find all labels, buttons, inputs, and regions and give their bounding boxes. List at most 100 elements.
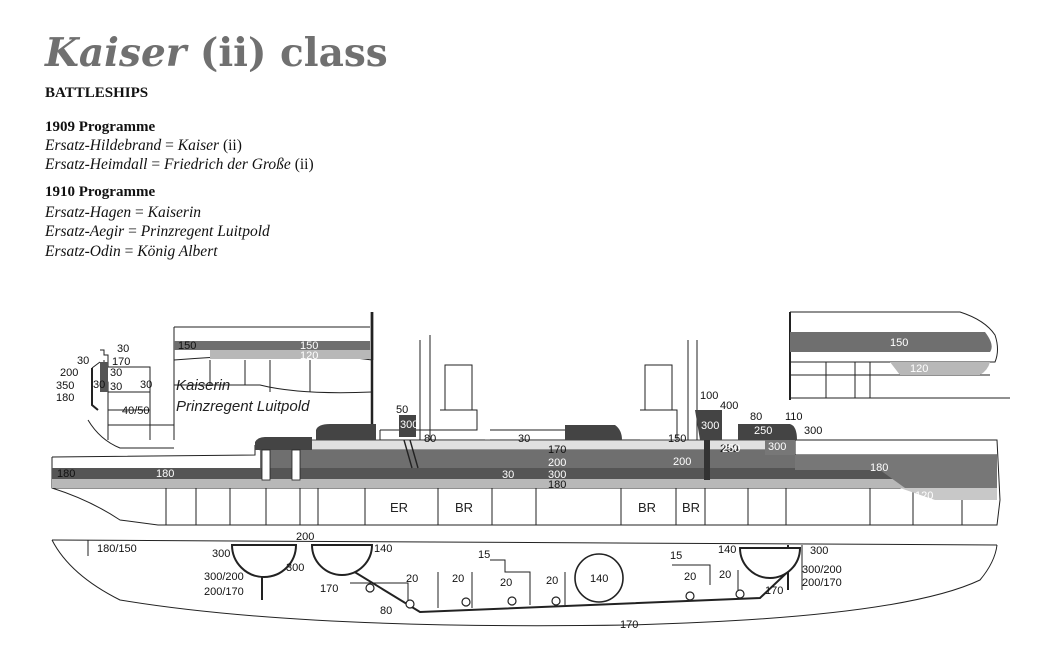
- section-label: 200/170: [204, 586, 244, 598]
- armour-label: 300: [400, 419, 418, 431]
- section-label: 20: [546, 575, 558, 587]
- ship-suffix: (ii): [290, 156, 314, 173]
- equals-sign: =: [147, 156, 164, 173]
- bulkhead-aft: [704, 440, 710, 480]
- armour-label: 350: [56, 380, 74, 392]
- class-suffix: (ii) class: [186, 30, 388, 76]
- armour-label: 170: [112, 356, 130, 368]
- ship-type-subheading: BATTLESHIPS: [45, 85, 149, 101]
- bulkhead-fore: [261, 449, 271, 481]
- programme-1910-label: 1910 Programme: [45, 184, 156, 200]
- room-label-br: BR: [455, 500, 473, 515]
- section-label: 20: [719, 569, 731, 581]
- ersatz-name: Ersatz-Heimdall: [45, 156, 148, 173]
- turret-d: [738, 424, 797, 440]
- armour-label: 200: [673, 456, 691, 468]
- ship-line: Ersatz-Hagen = Kaiserin: [45, 204, 201, 222]
- room-label-br: BR: [638, 500, 656, 515]
- armour-label: 250: [722, 443, 740, 455]
- belt-label: 180: [156, 468, 174, 480]
- section-label: 140: [718, 544, 736, 556]
- lower-belt-band: [52, 479, 997, 488]
- ersatz-name: Ersatz-Odin: [45, 243, 121, 260]
- citadel-band-200: [260, 450, 795, 468]
- ship-name: Friedrich der Große: [163, 156, 291, 173]
- armour-label: 100: [700, 390, 718, 402]
- ship-suffix: (ii): [219, 137, 242, 154]
- conning-tower-aft: [695, 410, 722, 440]
- armour-label: 80: [750, 411, 762, 423]
- ship-name: Prinzregent Luitpold: [140, 223, 270, 240]
- ersatz-name: Ersatz-Hagen: [45, 204, 132, 221]
- bulkhead-fore-2: [291, 449, 301, 481]
- comm-tube: [403, 439, 419, 469]
- section-label: 200: [296, 531, 314, 543]
- armour-label: 30: [77, 355, 89, 367]
- section-label: 300/200: [204, 571, 244, 583]
- armour-label: 30: [140, 379, 152, 391]
- armour-label: 180: [56, 392, 74, 404]
- stern-inset: [789, 311, 1010, 400]
- ship-line: Ersatz-Hildebrand = Kaiser (ii): [45, 137, 242, 155]
- belt-label: 180: [870, 462, 888, 474]
- armour-label: 50: [396, 404, 408, 416]
- belt-label: 120: [300, 350, 318, 362]
- inset-belt-lower: [210, 350, 370, 359]
- armour-label: 400: [720, 400, 738, 412]
- belt-label: 180: [548, 479, 566, 491]
- turret-b: [316, 424, 376, 440]
- section-label: 170: [320, 583, 338, 595]
- section-label: 170: [620, 619, 638, 631]
- barbette-section-left: [230, 544, 298, 578]
- belt-label: 150: [178, 340, 196, 352]
- belt-label: 150: [890, 337, 908, 349]
- equals-sign: =: [124, 223, 141, 240]
- ship-name: Kaiser: [177, 137, 220, 154]
- section-label: 15: [670, 550, 682, 562]
- ship-line: Ersatz-Aegir = Prinzregent Luitpold: [45, 223, 270, 241]
- barbette-aft: [765, 440, 795, 455]
- belt-label: 300: [548, 469, 566, 481]
- belt-label: 170: [548, 444, 566, 456]
- ship-name: Kaiserin: [147, 204, 202, 221]
- armour-label: 30: [110, 381, 122, 393]
- page-title: Kaiser (ii) class: [45, 34, 388, 73]
- inset-caption-luitpold: Prinzregent Luitpold: [176, 398, 310, 415]
- section-label: 20: [406, 573, 418, 585]
- ersatz-name: Ersatz-Hildebrand: [45, 137, 162, 154]
- section-label: 300: [286, 562, 304, 574]
- armour-label: 150: [668, 433, 686, 445]
- ship-line: Ersatz-Odin = König Albert: [45, 243, 218, 261]
- inset-bow-armour: [100, 362, 108, 392]
- armour-label: 300: [768, 441, 786, 453]
- armour-label: 30: [93, 379, 105, 391]
- section-label: 170: [765, 585, 783, 597]
- belt-label: 120: [915, 490, 933, 502]
- boiler-section: [574, 553, 624, 603]
- programme-1909-label: 1909 Programme: [45, 119, 156, 135]
- belt-label: 180: [57, 468, 75, 480]
- armour-label: 250: [720, 443, 738, 455]
- ersatz-name: Ersatz-Aegir: [45, 223, 125, 240]
- armour-label: 110: [785, 411, 803, 423]
- aft-belt-band: [795, 455, 997, 488]
- belt-label: 30: [518, 433, 530, 445]
- ship-line: Ersatz-Heimdall = Friedrich der Große (i…: [45, 156, 314, 174]
- barbette-section-right: [738, 547, 802, 579]
- section-label: 180/150: [97, 543, 137, 555]
- section-label: 300: [810, 545, 828, 557]
- armour-label: 30: [110, 367, 122, 379]
- room-label-er: ER: [390, 500, 408, 515]
- section-label: 20: [452, 573, 464, 585]
- armour-label: 300: [804, 425, 822, 437]
- ship-name: König Albert: [137, 243, 218, 260]
- section-label: 300/200: [802, 564, 842, 576]
- midship-section: [51, 539, 998, 627]
- bilge-fittings: [365, 583, 745, 609]
- section-label: 15: [478, 549, 490, 561]
- armour-label: 250: [754, 425, 772, 437]
- room-label-br: BR: [682, 500, 700, 515]
- equals-sign: =: [131, 204, 148, 221]
- aft-inset-belt-lower: [890, 362, 990, 375]
